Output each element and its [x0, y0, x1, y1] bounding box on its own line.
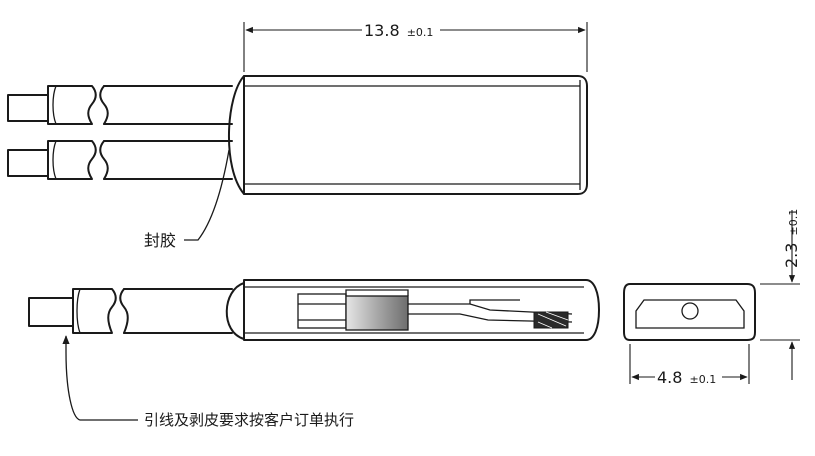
lead-wire-lower: [7, 140, 233, 180]
length-dimension: 13.8 ±0.1: [243, 21, 588, 72]
svg-text:4.8 ±0.1: 4.8 ±0.1: [657, 368, 716, 387]
length-tolerance: ±0.1: [407, 26, 434, 39]
seal-label: 封胶: [144, 231, 176, 250]
sensor-body-side: [243, 279, 600, 341]
top-view: 13.8 ±0.1 封胶: [7, 21, 588, 250]
sensor-body-top: [243, 75, 588, 195]
sealant-top: [228, 75, 245, 195]
lead-note: 引线及剥皮要求按客户订单执行: [144, 411, 354, 429]
internal-mechanism: [297, 289, 573, 331]
lead-wire-side: [28, 288, 233, 334]
lead-callout: 引线及剥皮要求按客户订单执行: [62, 335, 354, 429]
end-view: 4.8 ±0.1 2.3 ±0.1: [623, 209, 801, 387]
svg-text:13.8 ±0.1: 13.8 ±0.1: [364, 21, 433, 40]
lead-wire-upper: [7, 85, 233, 125]
svg-text:2.3 ±0.1: 2.3 ±0.1: [782, 209, 801, 268]
sealant-side: [225, 282, 245, 340]
height-value: 2.3: [782, 243, 801, 268]
sensor-end-profile: [623, 283, 756, 341]
width-value: 4.8: [657, 368, 682, 387]
height-tolerance: ±0.1: [787, 209, 800, 236]
width-tolerance: ±0.1: [690, 373, 717, 386]
height-dimension: 2.3 ±0.1: [760, 209, 801, 380]
terminal-hole: [681, 302, 699, 320]
length-value: 13.8: [364, 21, 400, 40]
seal-callout: 封胶: [144, 149, 230, 250]
side-section-view: 引线及剥皮要求按客户订单执行: [28, 279, 600, 429]
width-dimension: 4.8 ±0.1: [629, 344, 750, 387]
